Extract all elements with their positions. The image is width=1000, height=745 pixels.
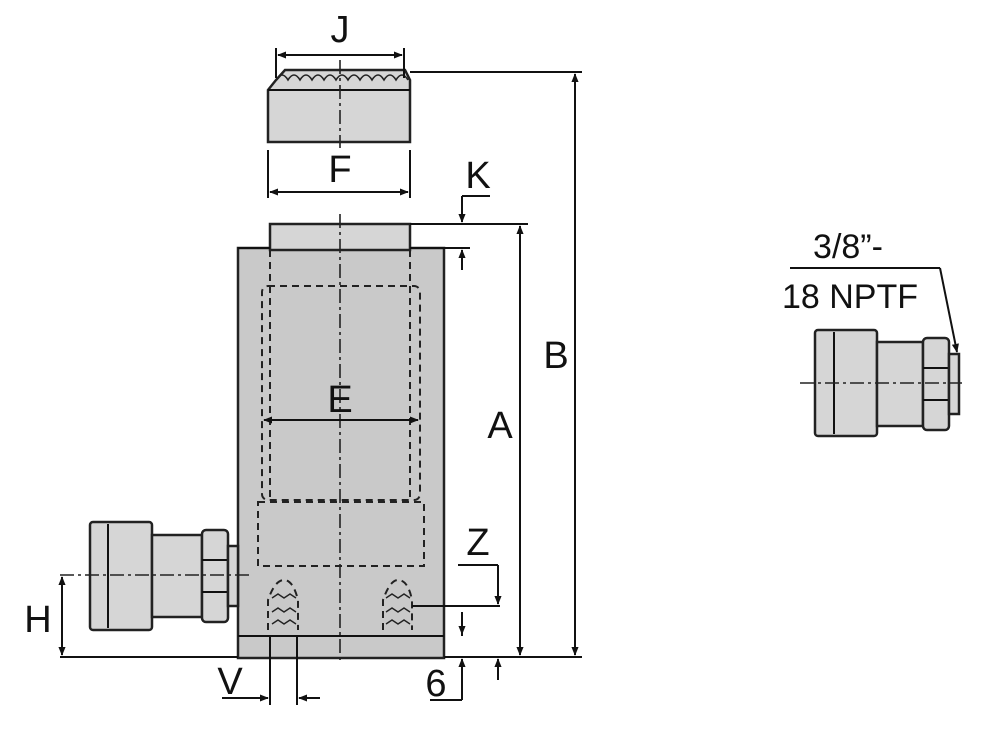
label-b: B [543,335,568,377]
label-h: H [24,599,51,641]
label-6: 6 [425,663,446,705]
label-f: F [328,149,351,191]
label-v: V [217,661,243,703]
label-k: K [465,155,490,197]
saddle [266,60,412,148]
label-z: Z [466,522,489,564]
cylinder-body [236,214,446,660]
label-j: J [331,9,350,51]
coupler-detail [800,328,962,438]
dimension-lines [58,48,959,705]
label-a: A [487,405,513,447]
port-note-line2: 18 NPTF [782,278,918,316]
port-note-line1: 3/8”- [813,228,883,266]
coupler-side [60,520,250,632]
label-e: E [327,379,352,421]
